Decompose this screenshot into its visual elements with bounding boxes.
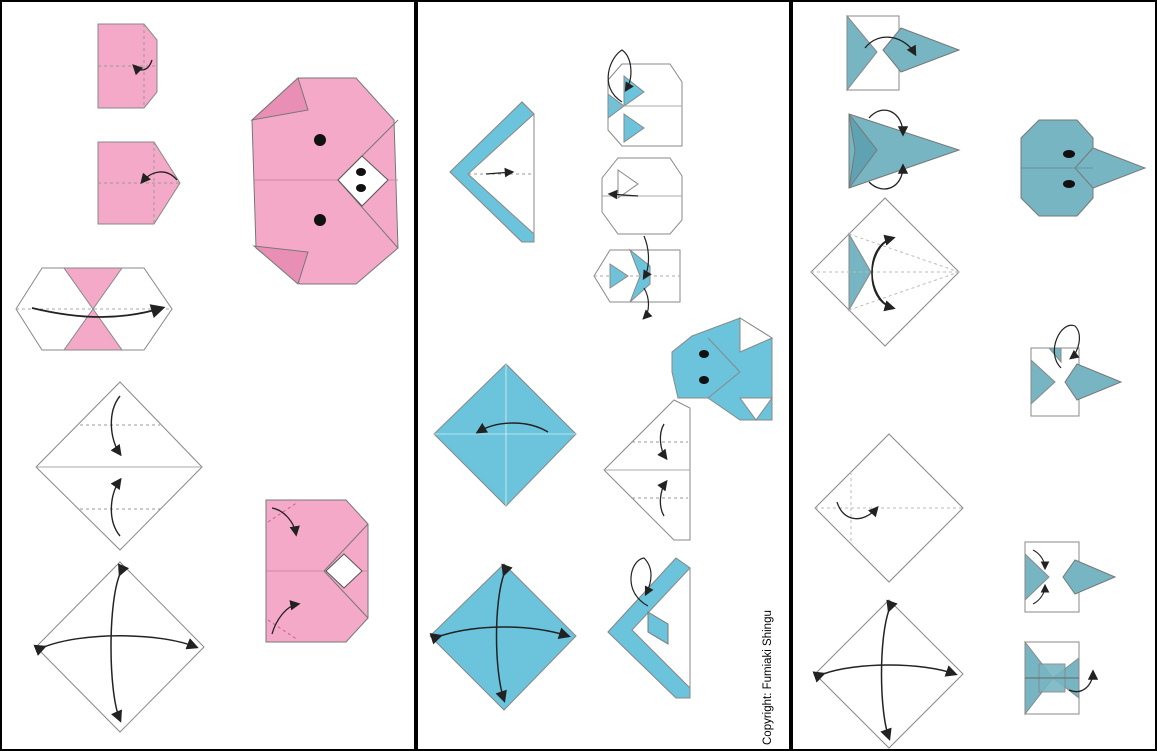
blue-step-stack-1 (608, 50, 682, 146)
pink-panel (0, 0, 416, 751)
teal-step-diamond-cross (815, 600, 963, 748)
pink-step-pentagon (98, 142, 180, 224)
blue-finished-dog (672, 318, 772, 420)
pink-step-hexagon (16, 268, 172, 350)
blue-panel-diagrams (418, 2, 791, 751)
pink-step-diamond-cross (36, 562, 204, 732)
teal-panel (791, 0, 1157, 751)
teal-finished-bird (1021, 120, 1145, 216)
blue-step-diamond-1 (434, 364, 576, 506)
copyright-text: Copyright: Fumiaki Shingu (762, 610, 774, 745)
pink-panel-diagrams (2, 2, 416, 751)
blue-step-l-shape (608, 558, 690, 698)
teal-step-diamond-flaps (811, 198, 959, 346)
teal-panel-diagrams (793, 2, 1157, 751)
teal-step-long-triangle (849, 110, 959, 189)
pink-step-small-rect (98, 24, 157, 108)
blue-step-v-shape (450, 102, 534, 242)
teal-step-bowtie-square (1025, 642, 1093, 714)
teal-step-bird-body (1025, 542, 1115, 612)
blue-step-diamond-2 (430, 564, 576, 710)
pink-finished-pig (252, 78, 398, 284)
teal-step-small-bird (1031, 325, 1121, 416)
blue-step-stack-3 (594, 236, 680, 318)
blue-step-white-triangle (604, 400, 690, 540)
pink-step-pig-body (266, 500, 368, 642)
teal-step-top (847, 16, 959, 90)
teal-step-diamond-fold (815, 434, 963, 582)
pink-step-diamond-folds (36, 382, 202, 550)
blue-step-stack-2 (602, 158, 682, 234)
blue-panel (416, 0, 791, 751)
